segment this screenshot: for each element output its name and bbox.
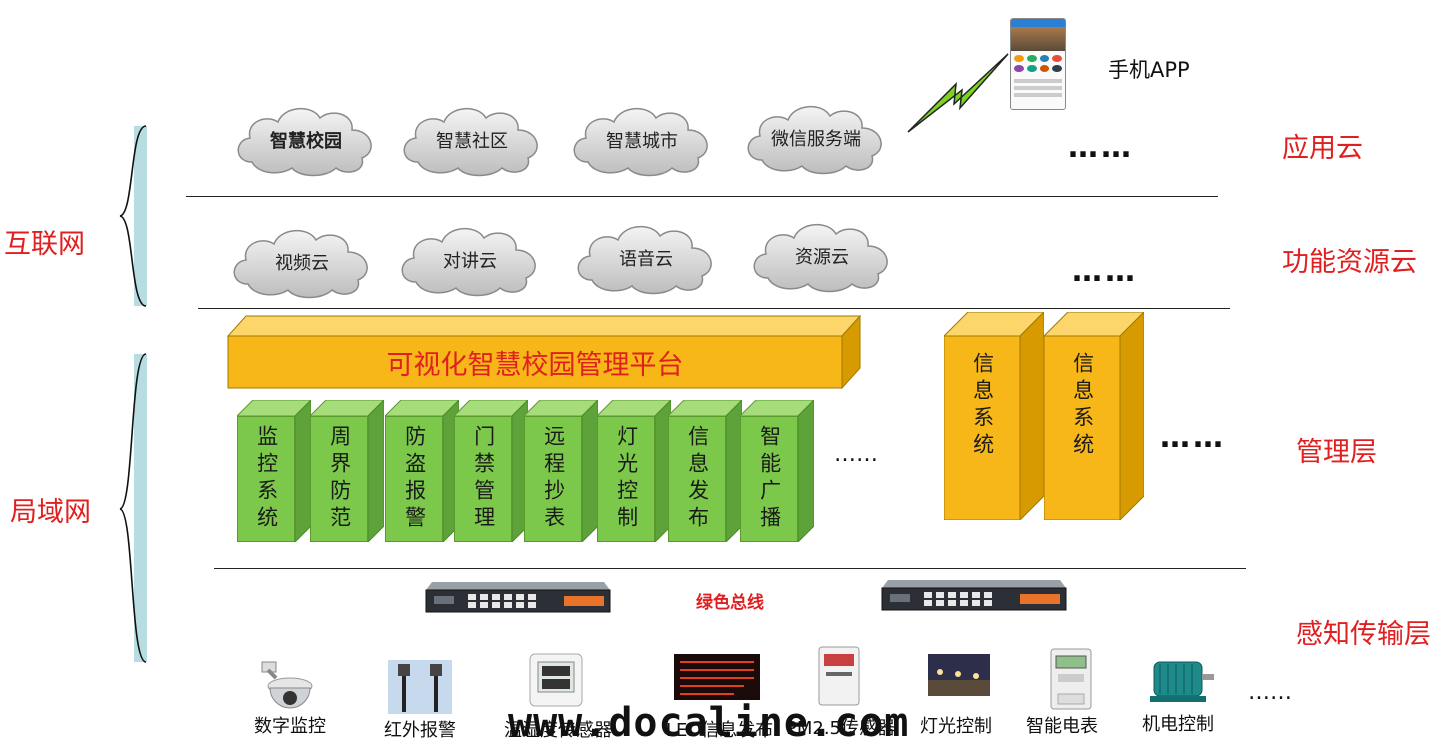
cloud-label: 视频云 — [275, 253, 329, 274]
green-module-7: 智能广播 — [740, 400, 814, 542]
green-module-label: 信息发布 — [685, 425, 710, 533]
lan-bracket — [119, 353, 147, 663]
cloud-voice: 语音云 — [570, 218, 722, 298]
platform-bar — [226, 314, 862, 390]
smart-meter-icon — [1050, 648, 1092, 710]
infrared-alarm-icon — [388, 660, 452, 714]
green-module-label: 门禁管理 — [471, 425, 496, 533]
pm25-sensor-icon — [818, 646, 860, 706]
electric-motor-icon — [1150, 661, 1214, 702]
function-cloud-layer-label: 功能资源云 — [1282, 247, 1417, 278]
cloud-video: 视频云 — [226, 222, 378, 302]
management-layer-label: 管理层 — [1296, 437, 1377, 468]
divider-management — [214, 568, 1246, 569]
app-cloud-ellipsis: …… — [1068, 130, 1134, 165]
green-module-1: 周界防范 — [310, 400, 384, 542]
yellow-module-label: 信息系统 — [1070, 352, 1095, 460]
yellow-module-0: 信息系统 — [944, 312, 1044, 520]
cloud-label: 智慧城市 — [606, 131, 678, 152]
green-bus-label: 绿色总线 — [696, 593, 764, 613]
management-ellipsis: …… — [1160, 420, 1226, 455]
green-module-label: 防盗报警 — [402, 425, 427, 533]
device-label-motor: 机电控制 — [1142, 714, 1214, 735]
yellow-module-label: 信息系统 — [970, 352, 995, 460]
phone-app-label: 手机APP — [1108, 58, 1190, 82]
device-label-digital-monitor: 数字监控 — [254, 716, 326, 737]
lightning-icon — [907, 53, 1009, 133]
green-module-5: 灯光控制 — [597, 400, 671, 542]
green-module-2: 防盗报警 — [385, 400, 459, 542]
watermark-text: www.docaline.com — [508, 700, 910, 746]
temperature-humidity-sensor-icon — [529, 653, 583, 707]
green-module-label: 智能广播 — [757, 425, 782, 533]
device-ellipsis: …… — [1248, 680, 1292, 705]
app-cloud-layer-label: 应用云 — [1282, 133, 1363, 164]
lan-label: 局域网 — [10, 497, 91, 528]
internet-label: 互联网 — [4, 229, 85, 260]
dome-camera-icon — [261, 661, 313, 709]
sensing-layer-label: 感知传输层 — [1296, 619, 1431, 650]
green-module-0: 监控系统 — [237, 400, 311, 542]
cloud-smart-community: 智慧社区 — [396, 100, 548, 180]
green-module-label: 周界防范 — [327, 425, 352, 533]
green-module-3: 门禁管理 — [454, 400, 528, 542]
cloud-resource: 资源云 — [746, 216, 898, 296]
cloud-smart-city: 智慧城市 — [566, 100, 718, 180]
cloud-label: 资源云 — [795, 247, 849, 268]
module-ellipsis: …… — [834, 442, 878, 467]
device-label-infrared-alarm: 红外报警 — [384, 720, 456, 741]
cloud-wechat-service: 微信服务端 — [740, 98, 892, 178]
led-sign-icon — [674, 654, 760, 700]
green-module-label: 远程抄表 — [541, 425, 566, 533]
cloud-smart-campus: 智慧校园 — [230, 100, 382, 180]
device-label-temp-humidity: 温湿度传感器 — [504, 720, 612, 741]
green-module-4: 远程抄表 — [524, 400, 598, 542]
device-label-lighting: 灯光控制 — [920, 716, 992, 737]
divider-app — [186, 196, 1218, 197]
cloud-label: 智慧社区 — [436, 131, 508, 152]
phone-icon — [1010, 18, 1066, 110]
device-label-pm25: PM2.5传感器 — [786, 718, 896, 739]
green-module-label: 灯光控制 — [614, 425, 639, 533]
street-light-icon — [928, 654, 990, 696]
cloud-label: 智慧校园 — [270, 131, 342, 152]
network-switch-right — [881, 580, 1067, 611]
network-switch-left — [425, 582, 611, 613]
platform-title: 可视化智慧校园管理平台 — [386, 349, 684, 381]
divider-function — [198, 308, 1230, 309]
cloud-label: 对讲云 — [443, 251, 497, 272]
device-label-led: LED信息发布 — [666, 720, 774, 741]
green-module-label: 监控系统 — [254, 425, 279, 533]
green-module-6: 信息发布 — [668, 400, 742, 542]
function-cloud-ellipsis: …… — [1072, 254, 1138, 289]
cloud-label: 语音云 — [619, 249, 673, 270]
device-label-smart-meter: 智能电表 — [1026, 716, 1098, 737]
cloud-label: 微信服务端 — [771, 129, 861, 150]
yellow-module-1: 信息系统 — [1044, 312, 1144, 520]
cloud-intercom: 对讲云 — [394, 220, 546, 300]
internet-bracket — [119, 125, 147, 307]
